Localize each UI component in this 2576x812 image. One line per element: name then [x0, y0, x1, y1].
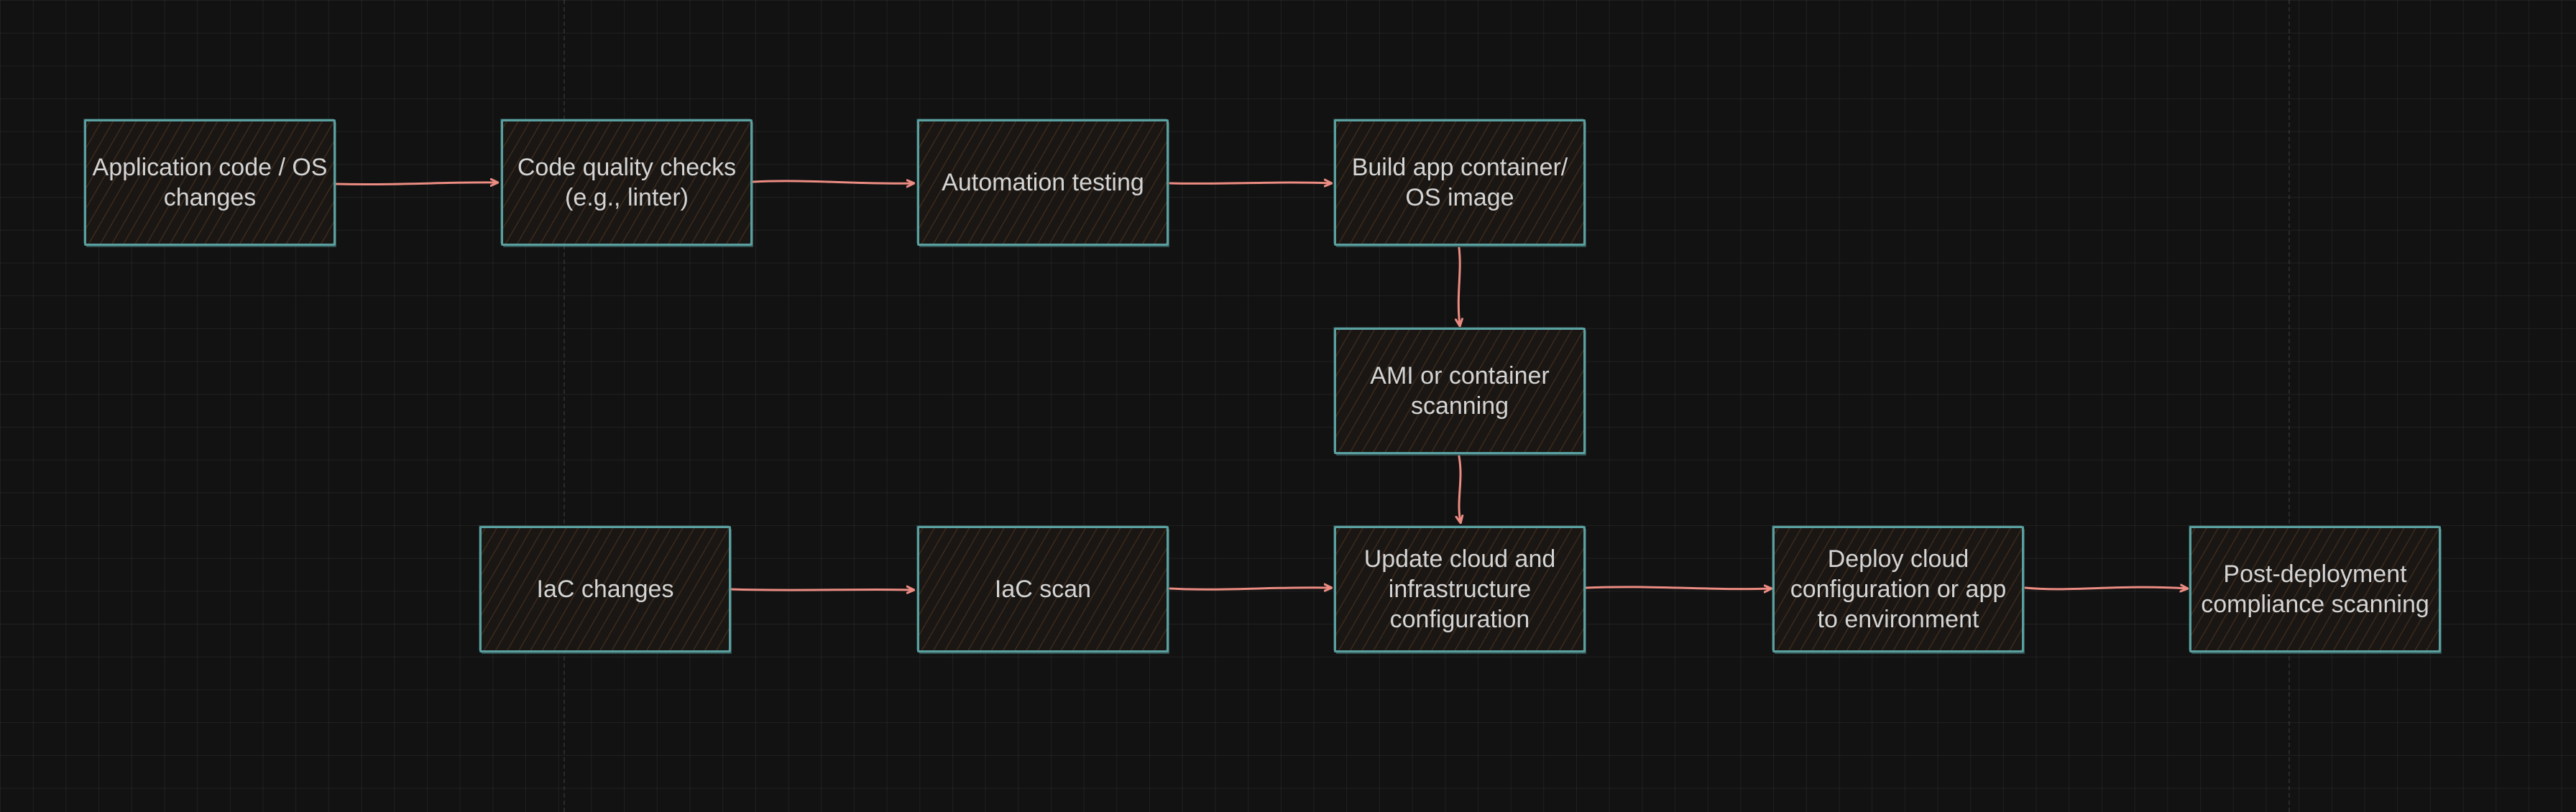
node-deploy[interactable]: Deploy cloud configuration or app to env… [1772, 526, 2024, 652]
arrow-app-code-to-code-quality [335, 183, 497, 185]
node-ami-scanning[interactable]: AMI or container scanning [1334, 328, 1586, 454]
arrow-build-image-to-ami-scanning [1458, 246, 1460, 326]
arrow-update-config-to-deploy [1584, 587, 1771, 589]
node-iac-changes-label: IaC changes [536, 576, 674, 603]
node-post-deploy[interactable]: Post-deployment compliance scanning [2189, 526, 2441, 652]
canvas-guide-line [564, 0, 565, 812]
node-deploy-label: Deploy cloud configuration or app to env… [1790, 545, 2007, 633]
node-automation-testing-label: Automation testing [942, 169, 1144, 196]
node-ami-scanning-label: AMI or container scanning [1370, 362, 1550, 420]
canvas-guide-line [2288, 0, 2290, 812]
arrow-code-quality-to-automation-testing [752, 181, 914, 183]
node-iac-scan-label: IaC scan [994, 576, 1092, 603]
node-code-quality-label: Code quality checks (e.g., linter) [517, 154, 737, 211]
node-build-image-label: Build app container/ OS image [1351, 154, 1568, 211]
node-update-config-label: Update cloud and infrastructure configur… [1363, 545, 1556, 633]
node-post-deploy-label: Post-deployment compliance scanning [2201, 560, 2429, 618]
arrow-iac-scan-to-update-config [1169, 588, 1331, 590]
node-iac-scan[interactable]: IaC scan [917, 526, 1169, 652]
node-update-config[interactable]: Update cloud and infrastructure configur… [1334, 526, 1586, 652]
node-code-quality[interactable]: Code quality checks (e.g., linter) [501, 119, 753, 246]
arrow-deploy-to-post-deploy [2024, 587, 2187, 589]
node-automation-testing[interactable]: Automation testing [917, 119, 1169, 246]
node-iac-changes[interactable]: IaC changes [479, 526, 731, 652]
node-build-image[interactable]: Build app container/ OS image [1334, 119, 1586, 246]
arrow-iac-changes-to-iac-scan [730, 589, 914, 590]
node-app-code-label: Application code / OS changes [92, 154, 328, 211]
node-app-code[interactable]: Application code / OS changes [84, 119, 336, 246]
arrow-ami-scanning-to-update-config [1459, 455, 1460, 522]
